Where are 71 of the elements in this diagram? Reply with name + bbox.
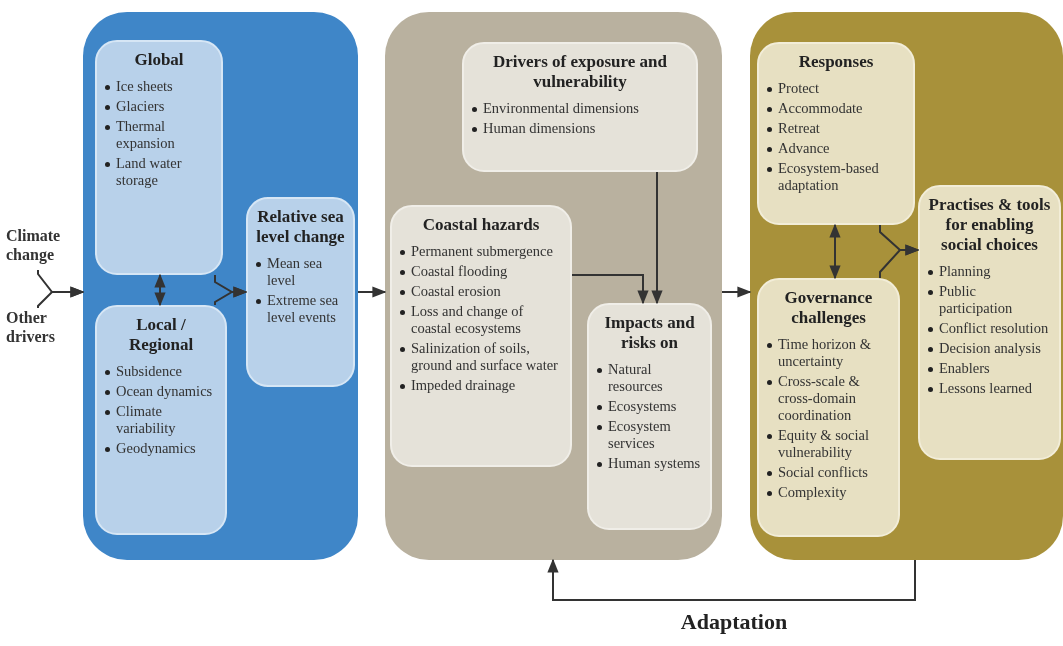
group-panel [385, 12, 722, 560]
bullet-item: Protect [778, 80, 820, 97]
bullet-item: Salinization of soils, ground and surface water [411, 340, 559, 374]
card-heading: Impacts and risks on [603, 313, 696, 353]
rounded-card [757, 42, 915, 225]
bullet-item: Extreme sea level events [267, 292, 340, 326]
bullet-item: Planning [939, 263, 991, 280]
arrow [214, 286, 248, 306]
bullet-item: Ocean dynamics [116, 383, 213, 400]
bullet-item: Cross-scale & cross-domain coordination [778, 373, 861, 424]
bullet-item: Ecosystems [608, 398, 677, 415]
bullet-item: Coastal flooding [411, 263, 508, 280]
bullet-item: Conflict resolution [939, 320, 1049, 337]
rounded-card [390, 205, 572, 467]
card-heading: Drivers of exposure and vulnerability [492, 52, 668, 92]
bullet-item: Coastal erosion [411, 283, 501, 300]
card-heading: Responses [797, 52, 875, 72]
arrow [721, 286, 752, 298]
card-heading: Global [133, 50, 185, 70]
bullet-item: Subsidence [116, 363, 183, 380]
group-panel [83, 12, 358, 560]
bullet-item: Equity & social vulnerability [778, 427, 870, 461]
group-panel [750, 12, 1063, 560]
bullet-item: Ice sheets [116, 78, 173, 95]
bullet-item: Accommodate [778, 100, 863, 117]
bullet-item: Complexity [778, 484, 847, 501]
bullet-item: Impeded drainage [411, 377, 516, 394]
arrow [571, 274, 649, 305]
bullet-item: Environmental dimensions [483, 100, 639, 117]
bullet-item: Permanent submergence [411, 243, 553, 260]
bullet-item: Loss and change of coastal ecosystems [411, 303, 525, 337]
card-heading: Relative sea level change [256, 207, 345, 247]
arrow [879, 244, 920, 279]
bullet-item: Enablers [939, 360, 990, 377]
arrow [829, 223, 841, 280]
bullet-item: Geodynamics [116, 440, 196, 457]
arrow [154, 273, 166, 307]
rounded-card [246, 197, 355, 387]
rounded-card [757, 278, 900, 537]
bullet-item: Mean sea level [267, 255, 324, 289]
bullet-item: Retreat [778, 120, 820, 137]
bullet-item: Thermal expansion [116, 118, 176, 152]
card-heading: Governance challenges [783, 288, 874, 328]
card-heading: Coastal hazards [421, 215, 541, 235]
bullet-item: Human dimensions [483, 120, 596, 137]
bullet-item: Advance [778, 140, 830, 157]
bullet-item: Public participation [939, 283, 1014, 317]
bullet-item: Climate variability [116, 403, 177, 437]
rounded-card [95, 40, 223, 275]
rounded-card [95, 305, 227, 535]
bullet-item: Ecosystem-based adaptation [778, 160, 880, 194]
bullet-item: Time horizon & uncertainty [778, 336, 872, 370]
driver-label: Climate change [6, 226, 62, 264]
bullet-item: Decision analysis [939, 340, 1041, 357]
arrow [37, 286, 85, 309]
arrow [651, 171, 663, 305]
arrow [357, 286, 387, 298]
rounded-card [587, 303, 712, 530]
card-heading: Practises & tools for enabling social choices [928, 195, 1051, 255]
bullet-item: Human systems [608, 455, 701, 472]
arrow [547, 558, 916, 601]
rounded-card [462, 42, 698, 172]
rounded-card [918, 185, 1061, 460]
bullet-item: Natural resources [608, 361, 664, 395]
bullet-item: Glaciers [116, 98, 165, 115]
driver-label: Other drivers [6, 308, 56, 346]
bullet-item: Lessons learned [939, 380, 1032, 397]
bullet-item: Social conflicts [778, 464, 868, 481]
card-heading: Local / Regional [127, 315, 195, 355]
bullet-item: Land water storage [116, 155, 183, 189]
bullet-item: Ecosystem services [608, 418, 672, 452]
